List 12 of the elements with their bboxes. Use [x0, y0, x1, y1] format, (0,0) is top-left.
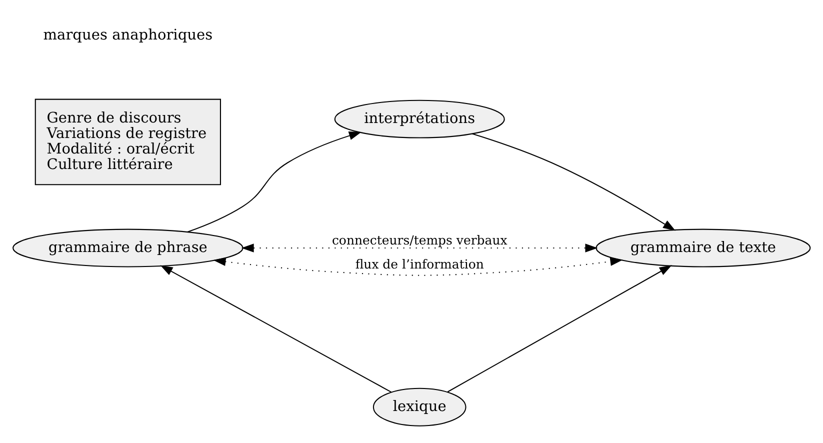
arrow	[213, 257, 623, 276]
edge-label: connecteurs/temps verbaux	[332, 232, 508, 248]
arrow	[472, 133, 676, 231]
node-box: Genre de discours Variations de registre Modalité : oral/écrit Culture littéraire	[34, 98, 221, 186]
arrow	[160, 265, 392, 393]
arrow	[241, 244, 598, 252]
node-ellipse: interprétations	[334, 100, 505, 138]
edge-label: flux de l’information	[355, 256, 484, 272]
node-ellipse: lexique	[372, 388, 466, 426]
arrow	[447, 265, 672, 392]
label: marques anaphoriques	[43, 26, 213, 44]
arrow	[187, 131, 362, 232]
